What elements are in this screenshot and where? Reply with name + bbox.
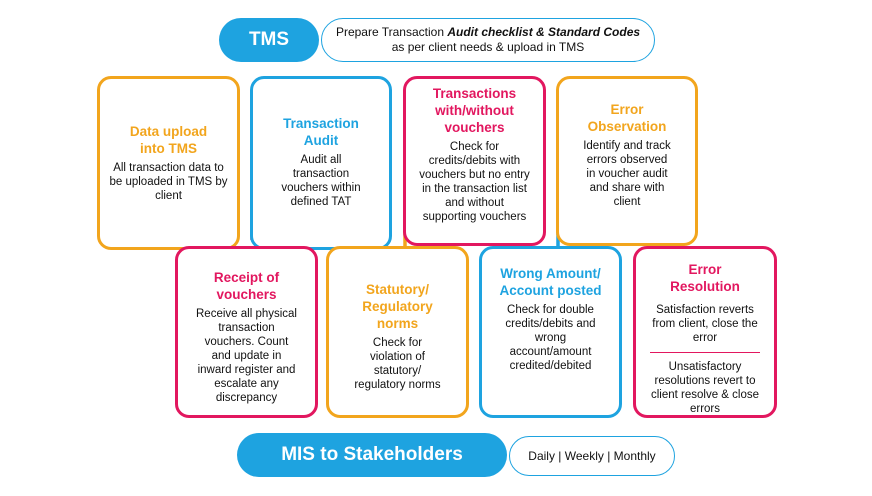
step-title: Transaction Audit bbox=[283, 116, 359, 148]
step-desc: Satisfaction reverts from client, close … bbox=[652, 304, 758, 344]
tms-label: TMS bbox=[248, 29, 290, 50]
step-desc: All transaction data to be uploaded in T… bbox=[109, 162, 228, 202]
step-title: Transactions with/without vouchers bbox=[432, 86, 517, 135]
step-title: Error Resolution bbox=[670, 262, 740, 294]
mis-pill: MIS to Stakeholders bbox=[237, 433, 507, 477]
frequency-text: Daily | Weekly | Monthly bbox=[528, 448, 656, 463]
step-desc: Check for credits/debits with vouchers b… bbox=[419, 141, 530, 223]
step-title: Statutory/ Regulatory norms bbox=[362, 282, 433, 331]
step-wrong-amount: Wrong Amount/ Account posted Check for d… bbox=[479, 246, 622, 418]
mis-label: MIS to Stakeholders bbox=[281, 444, 463, 465]
step-desc: Check for violation of statutory/ regula… bbox=[354, 337, 441, 391]
step-data-upload: Data upload into TMS All transaction dat… bbox=[97, 76, 240, 250]
prep-text: Prepare Transaction Audit checklist & St… bbox=[326, 25, 650, 55]
step-title: Error Observation bbox=[587, 102, 667, 134]
step-error-resolution: Error Resolution Satisfaction reverts fr… bbox=[633, 246, 777, 418]
step-desc: Receive all physical transaction voucher… bbox=[196, 308, 297, 404]
prep-text-em: Audit checklist & Standard Codes bbox=[447, 25, 641, 39]
step-desc: Check for double credits/debits and wron… bbox=[505, 304, 596, 372]
step-title: Wrong Amount/ Account posted bbox=[499, 266, 602, 298]
frequency-note: Daily | Weekly | Monthly bbox=[509, 436, 675, 476]
step-desc: Identify and track errors observed in vo… bbox=[583, 140, 671, 208]
prep-note: Prepare Transaction Audit checklist & St… bbox=[321, 18, 655, 62]
step-statutory-norms: Statutory/ Regulatory norms Check for vi… bbox=[326, 246, 469, 418]
step-error-observation: Error Observation Identify and track err… bbox=[556, 76, 698, 246]
prep-text-pre: Prepare Transaction bbox=[335, 25, 448, 39]
tms-pill: TMS bbox=[219, 18, 319, 62]
step-title: Data upload into TMS bbox=[129, 124, 208, 156]
step-desc: Audit all transaction vouchers within de… bbox=[281, 154, 361, 208]
step-transactions-vouchers: Transactions with/without vouchers Check… bbox=[403, 76, 546, 246]
step-divider bbox=[650, 352, 760, 353]
step-receipt-of-vouchers: Receipt of vouchers Receive all physical… bbox=[175, 246, 318, 418]
step-desc-secondary: Unsatisfactory resolutions revert to cli… bbox=[650, 361, 760, 415]
prep-text-line2: as per client needs & upload in TMS bbox=[391, 40, 585, 54]
step-transaction-audit: Transaction Audit Audit all transaction … bbox=[250, 76, 392, 250]
step-title: Receipt of vouchers bbox=[213, 270, 280, 302]
